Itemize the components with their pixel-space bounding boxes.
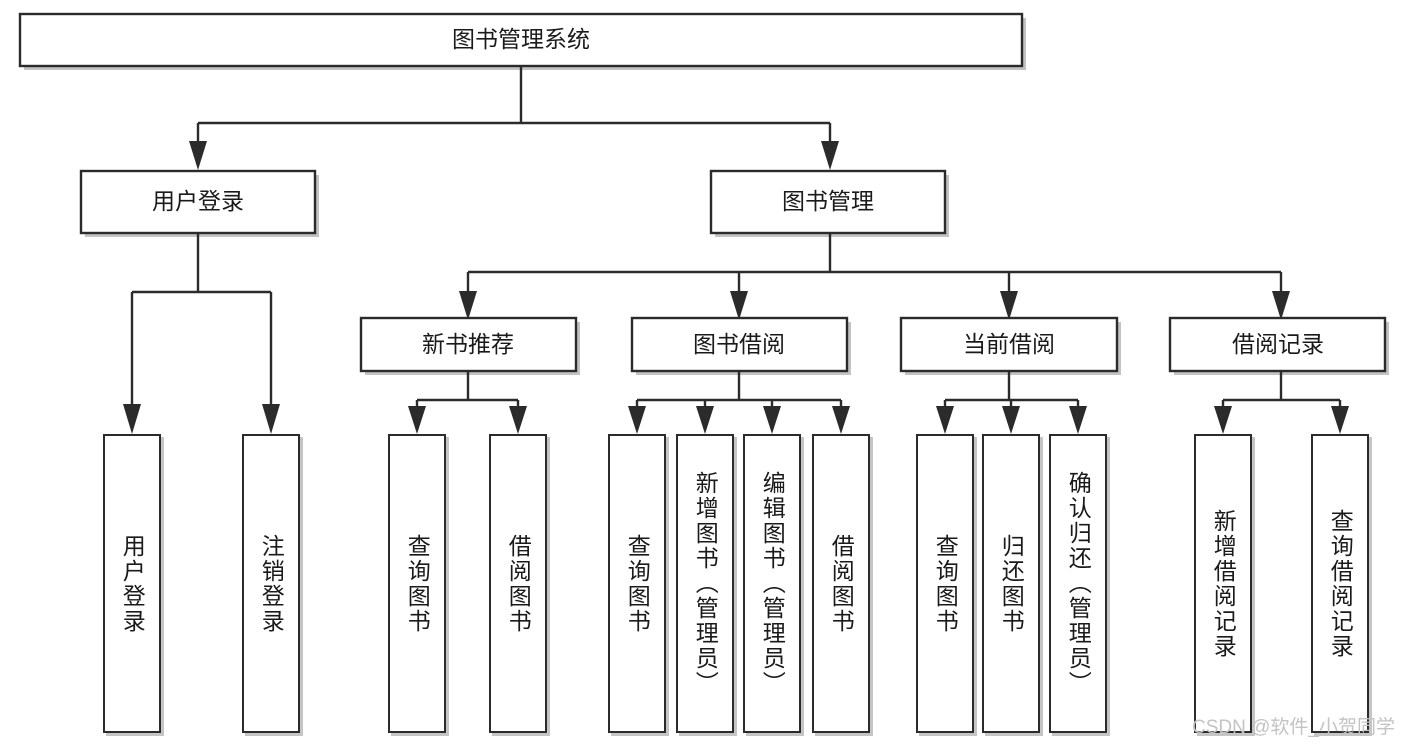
leaf-borrow-query-book[interactable] [608, 434, 666, 733]
connector-root-to-level2 [189, 66, 839, 170]
leaf-rec-add-record[interactable] [1194, 434, 1252, 733]
leaf-rec-query-book[interactable] [388, 434, 446, 733]
leaf-user-logout[interactable] [242, 434, 300, 733]
node-borrow-record[interactable]: 借阅记录 [1168, 316, 1387, 373]
leaf-user-login[interactable] [103, 434, 161, 733]
node-current-borrow-label: 当前借阅 [963, 331, 1055, 357]
leaf-borrow-edit-book[interactable] [743, 434, 801, 733]
connector-current-borrow-to-leaves [936, 372, 1087, 434]
node-borrow-record-label: 借阅记录 [1232, 331, 1324, 357]
node-root-label: 图书管理系统 [452, 26, 590, 52]
node-new-book-rec-label: 新书推荐 [422, 331, 514, 357]
node-book-borrow-label: 图书借阅 [693, 331, 785, 357]
leaf-cur-confirm-return[interactable] [1049, 434, 1107, 733]
node-user-login[interactable]: 用户登录 [79, 169, 317, 235]
csdn-watermark: CSDN @软件_小贺同学 [1192, 717, 1395, 738]
leaf-rec-query-record[interactable] [1311, 434, 1369, 733]
node-book-manage-label: 图书管理 [782, 188, 874, 214]
node-new-book-rec[interactable]: 新书推荐 [359, 316, 578, 373]
leaf-cur-query-book[interactable] [916, 434, 974, 733]
leaf-borrow-add-book[interactable] [676, 434, 734, 733]
leaf-borrow-borrow-book[interactable] [812, 434, 870, 733]
node-current-borrow[interactable]: 当前借阅 [899, 316, 1119, 373]
node-root[interactable]: 图书管理系统 [18, 12, 1024, 68]
connector-borrow-record-to-leaves [1214, 372, 1349, 434]
node-user-login-label: 用户登录 [152, 188, 244, 214]
connector-new-book-rec-to-leaves [408, 372, 527, 434]
connector-book-borrow-to-leaves [628, 372, 850, 434]
node-book-manage[interactable]: 图书管理 [709, 169, 947, 235]
leaf-rec-borrow-book[interactable] [489, 434, 547, 733]
leaf-cur-return-book[interactable] [982, 434, 1040, 733]
connector-user-login-to-leaves [123, 233, 280, 434]
connector-book-manage-to-level3 [459, 233, 1290, 320]
node-book-borrow[interactable]: 图书借阅 [630, 316, 849, 373]
